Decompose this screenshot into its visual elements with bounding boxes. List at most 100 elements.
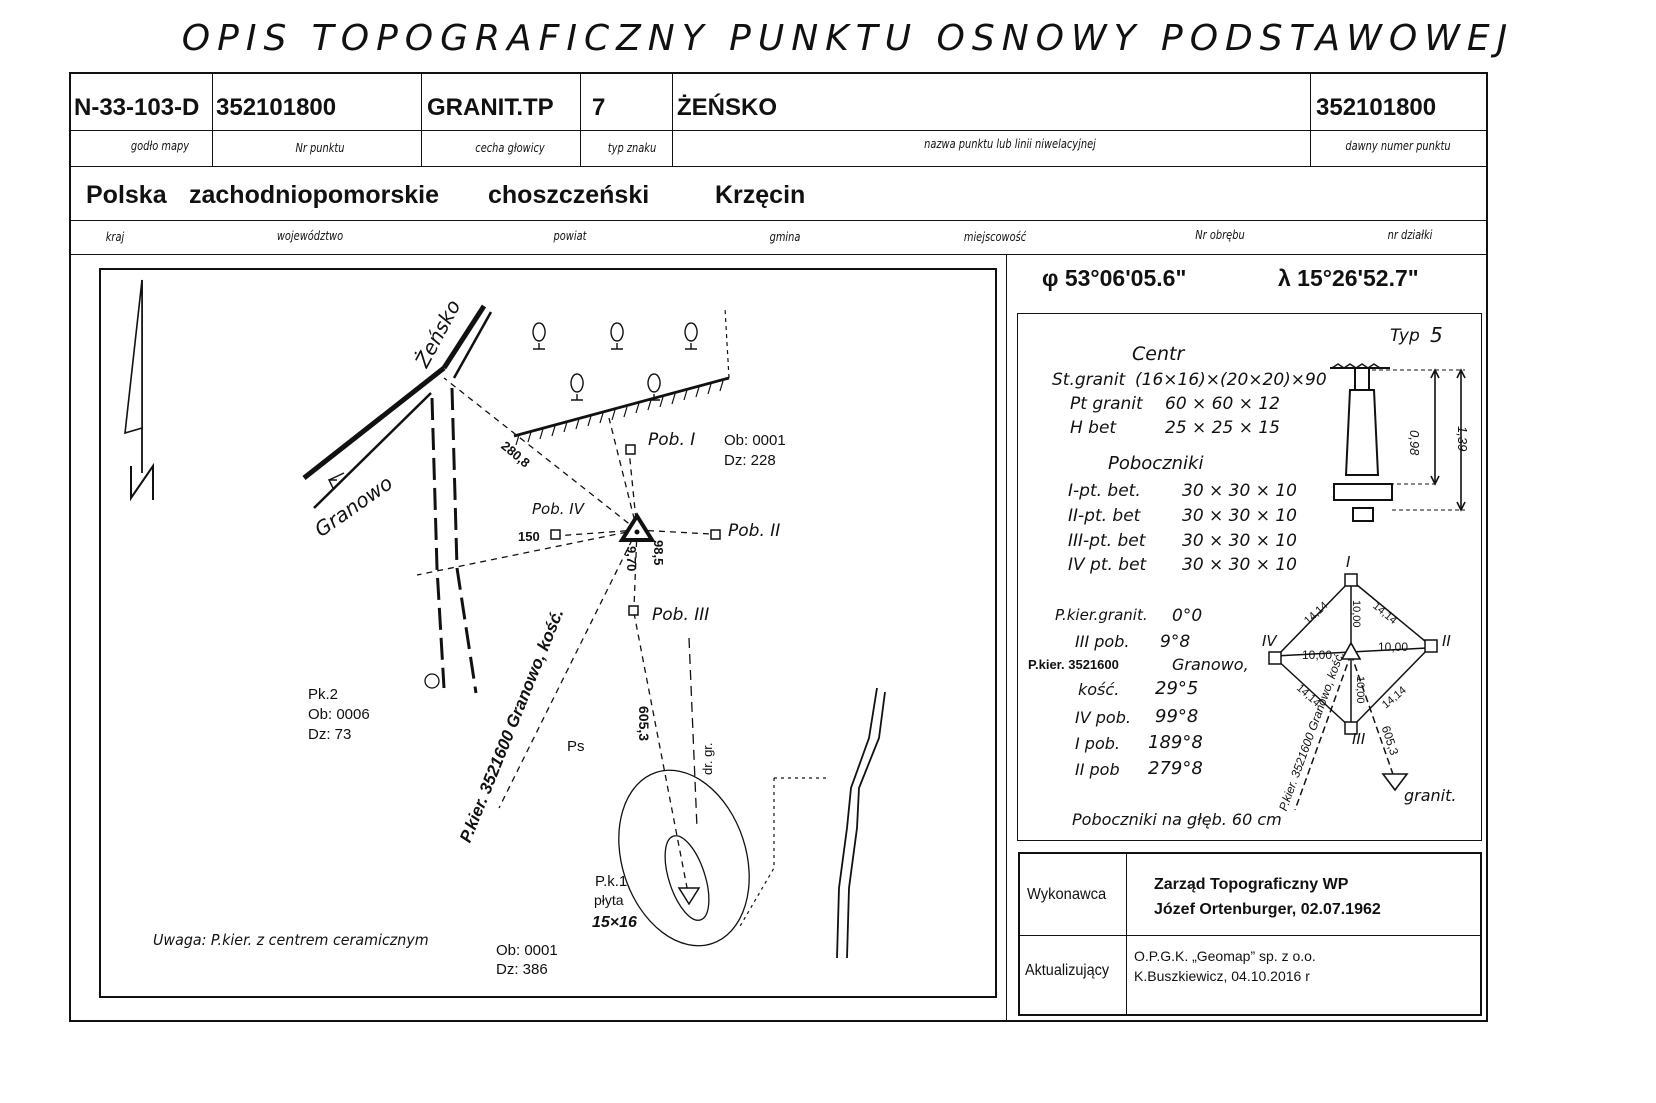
pk2-line3: Dz: 73 (308, 726, 352, 743)
pillar-head (1354, 367, 1370, 391)
field-boundary (688, 637, 698, 829)
wojewodztwo-caption: województwo (276, 229, 344, 243)
centr-line-label: St.granit (1052, 370, 1126, 390)
kraj-caption: kraj (105, 230, 125, 244)
centr-line-label: H bet (1070, 418, 1117, 438)
depth-139: 1,39 (1455, 426, 1470, 452)
pob-2-marker (710, 529, 721, 540)
mini-label-2: II (1442, 632, 1451, 650)
tree-icon (532, 322, 698, 401)
kierunek-label: III pob. (1075, 632, 1130, 651)
typ-caption: typ znaku (607, 141, 657, 155)
aktualizujacy-label: Aktualizujący (1025, 962, 1110, 979)
main-point-triangle (1340, 641, 1362, 660)
pobocznik-value: 30 × 30 × 10 (1182, 506, 1297, 526)
kierunek-label: kość. (1078, 680, 1120, 699)
kierunek-value: 29°5 (1155, 678, 1199, 699)
kierunek-value: 279°8 (1148, 758, 1203, 779)
longitude: λ 15°26'52.7" (1278, 265, 1419, 291)
nazwa-caption: nazwa punktu lub linii niwelacyjnej (924, 137, 1096, 151)
pobocznik-label: III-pt. bet (1068, 531, 1146, 551)
centr-line-label: Pt granit (1070, 394, 1143, 414)
kierunek-value: 9°8 (1160, 632, 1191, 652)
divider (69, 254, 1488, 255)
pk1-line3: 15×16 (592, 914, 637, 931)
miejscowosc-caption: miejscowość (963, 230, 1027, 244)
powiat-caption: powiat (553, 229, 587, 243)
kierunek-label: I pob. (1075, 734, 1120, 753)
poboczniki-heading: Poboczniki (1108, 453, 1204, 474)
divider (69, 130, 1488, 131)
wojewodztwo-value: zachodniopomorskie (189, 181, 440, 209)
wykonawca-line1: Zarząd Topograficzny WP (1154, 876, 1349, 893)
forest-edge (513, 307, 730, 446)
pobocznik-value: 30 × 30 × 10 (1182, 555, 1297, 575)
latitude: φ 53°06'05.6" (1042, 265, 1187, 291)
dist-970: 9,70 (624, 546, 639, 572)
pillar-body (1344, 389, 1380, 476)
ob-bottom-line1: Ob: 0001 (496, 942, 558, 959)
typ-label: Typ (1390, 326, 1420, 346)
dirt-road (430, 387, 478, 694)
kierunek-label: P.kier.granit. (1055, 606, 1148, 624)
typ-value: 7 (592, 94, 606, 121)
poboczniki-note: Poboczniki na głęb. 60 cm (1072, 810, 1282, 829)
pob-1-marker (1344, 573, 1358, 587)
mini-granit-label: granit. (1404, 786, 1457, 805)
pob-3-marker (1344, 721, 1358, 735)
godlo-value: N-33-103-D (74, 94, 200, 121)
centr-line-value: 25 × 25 × 15 (1165, 418, 1280, 438)
cecha-value: GRANIT.TP (427, 94, 554, 121)
mini-label-1: I (1346, 553, 1351, 571)
ob-bottom-line2: Dz: 386 (496, 961, 548, 978)
granit-triangle (1381, 773, 1409, 792)
pk1-triangle (677, 887, 701, 906)
typ-value: 5 (1430, 323, 1443, 347)
divider (580, 72, 581, 166)
document-frame (69, 72, 1488, 1022)
centr-box (1017, 313, 1482, 841)
uwaga-note: Uwaga: P.kier. z centrem ceramicznym (153, 931, 429, 949)
kraj-value: Polska (86, 181, 167, 209)
gmina-caption: gmina (769, 230, 801, 244)
mini-dist-n: 10,00 (1350, 600, 1362, 628)
dist-605: 605,3 (636, 706, 652, 742)
pk2-line1: Pk.2 (308, 686, 339, 703)
ps-label: Ps (567, 738, 585, 755)
nr-obrebu-caption: Nr obrębu (1195, 228, 1245, 242)
gmina-value: Krzęcin (715, 181, 806, 209)
kierunek-value: Granowo, (1172, 655, 1249, 674)
north-arrow (124, 279, 154, 502)
sketch-frame (99, 268, 997, 998)
nr-dzialki-caption: nr działki (1387, 228, 1433, 242)
wykonawca-line2: Józef Ortenburger, 02.07.1962 (1154, 901, 1381, 918)
mini-label-3: III (1352, 730, 1366, 748)
divider (1310, 72, 1311, 166)
pob-1-marker (625, 444, 636, 455)
centr-line-value: (16×16)×(20×20)×90 (1135, 370, 1327, 390)
aktualizujacy-line2: K.Buszkiewicz, 04.10.2016 r (1134, 968, 1310, 984)
divider (69, 166, 1488, 167)
nr-punktu-value: 352101800 (216, 94, 337, 121)
dawny-numer-caption: dawny numer punktu (1345, 139, 1451, 153)
pob-4-marker (1268, 651, 1282, 665)
kierunek-value: 0°0 (1172, 606, 1203, 626)
pobocznik-label: IV pt. bet (1068, 555, 1147, 575)
cecha-caption: cecha głowicy (475, 141, 545, 155)
kierunek-value: 99°8 (1155, 706, 1199, 727)
dist-98: 98,5 (651, 540, 666, 566)
divider (1006, 254, 1007, 1022)
pob-3-label: Pob. III (652, 605, 710, 625)
kierunek-value: 189°8 (1148, 732, 1203, 753)
pk1-line2: płyta (594, 892, 624, 908)
pob-1-label: Pob. I (648, 430, 696, 450)
pob-layout-diagram (1268, 573, 1438, 811)
divider (421, 72, 422, 166)
plate (1333, 483, 1393, 501)
dr-gr-label: dr. gr. (700, 742, 715, 775)
survey-point-triangle (618, 512, 656, 542)
nr-punktu-caption: Nr punktu (295, 141, 345, 155)
topographic-sketch (124, 279, 886, 959)
kierunek-label: P.kier. 3521600 (1028, 657, 1119, 672)
hill-contour (618, 769, 750, 947)
